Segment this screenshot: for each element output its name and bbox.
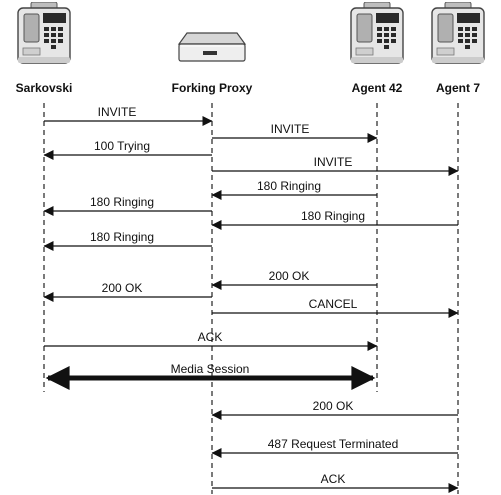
message-label: 180 Ringing	[301, 209, 365, 223]
message-14: 200 OK	[211, 399, 458, 420]
message-4: INVITE	[212, 155, 459, 176]
message-9: 200 OK	[211, 269, 377, 290]
message-label: 487 Request Terminated	[268, 437, 399, 451]
message-11: CANCEL	[212, 297, 459, 318]
message-1: INVITE	[44, 105, 213, 126]
message-8: 180 Ringing	[43, 230, 212, 251]
message-label: INVITE	[98, 105, 137, 119]
desk-phone-icon	[350, 2, 404, 64]
participant-label-agent7: Agent 7	[436, 81, 480, 95]
message-label: ACK	[198, 330, 223, 344]
message-label: INVITE	[271, 122, 310, 136]
message-5: 180 Ringing	[211, 179, 377, 200]
message-10: 200 OK	[43, 281, 212, 302]
message-label: Media Session	[171, 362, 250, 376]
message-label: ACK	[321, 472, 346, 486]
message-15: 487 Request Terminated	[211, 437, 458, 458]
proxy-server-icon	[178, 32, 246, 62]
message-6: 180 Ringing	[43, 195, 212, 216]
message-label: CANCEL	[309, 297, 358, 311]
participant-label-proxy: Forking Proxy	[172, 81, 253, 95]
desk-phone-icon	[17, 2, 71, 64]
message-label: 180 Ringing	[90, 195, 154, 209]
message-7: 180 Ringing	[211, 209, 458, 230]
message-label: 200 OK	[102, 281, 143, 295]
message-12: ACK	[44, 330, 378, 351]
message-2: INVITE	[212, 122, 378, 143]
message-label: 180 Ringing	[257, 179, 321, 193]
message-label: 200 OK	[313, 399, 354, 413]
message-label: 200 OK	[269, 269, 310, 283]
desk-phone-icon	[431, 2, 485, 64]
participant-label-sarkovski: Sarkovski	[16, 81, 73, 95]
participant-label-agent42: Agent 42	[352, 81, 403, 95]
message-label: INVITE	[314, 155, 353, 169]
message-16: ACK	[212, 472, 459, 493]
message-label: 100 Trying	[94, 139, 150, 153]
message-13: Media Session	[45, 362, 376, 390]
message-label: 180 Ringing	[90, 230, 154, 244]
message-3: 100 Trying	[43, 139, 212, 160]
